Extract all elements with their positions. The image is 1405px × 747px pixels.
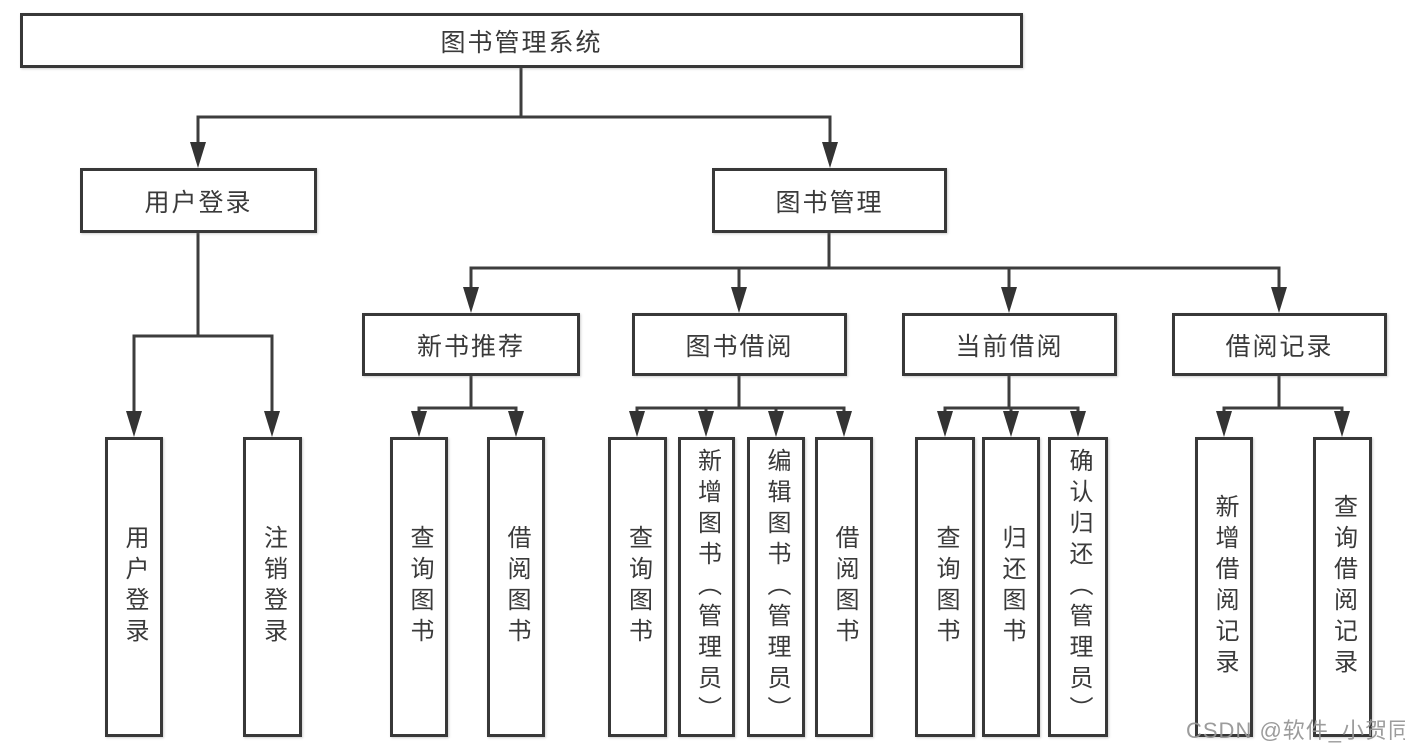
node-book-borrow-label: 图书借阅: [685, 332, 794, 361]
csdn-watermark: CSDN @软件_小贺同学: [1186, 718, 1405, 743]
leaf-current-query-books-label: 查询图书: [932, 525, 959, 649]
leaf-newrec-borrow-books-label: 借阅图书: [503, 525, 530, 649]
leaf-current-return-books-label: 归还图书: [998, 525, 1025, 649]
leaf-logout-label: 注销登录: [259, 525, 287, 649]
node-user-login-label: 用户登录: [144, 188, 253, 217]
node-book-borrow: 图书借阅: [632, 313, 847, 376]
leaf-borrow-add-books-admin: 新增图书（管理员）: [678, 437, 735, 737]
node-current-borrow: 当前借阅: [902, 313, 1117, 376]
leaf-borrow-borrow-books: 借阅图书: [815, 437, 873, 737]
leaf-logout: 注销登录: [243, 437, 302, 737]
leaf-current-return-books: 归还图书: [982, 437, 1040, 737]
leaf-borrow-edit-books-admin: 编辑图书（管理员）: [747, 437, 805, 737]
leaf-records-query-record-label: 查询借阅记录: [1329, 494, 1357, 680]
node-current-borrow-label: 当前借阅: [955, 332, 1064, 361]
node-user-login: 用户登录: [80, 168, 317, 233]
leaf-borrow-query-books-label: 查询图书: [624, 525, 652, 649]
leaf-current-confirm-return-admin: 确认归还（管理员）: [1048, 437, 1108, 737]
leaf-current-query-books: 查询图书: [915, 437, 975, 737]
node-borrow-records: 借阅记录: [1172, 313, 1387, 376]
leaf-records-query-record: 查询借阅记录: [1313, 437, 1372, 737]
leaf-borrow-query-books: 查询图书: [608, 437, 667, 737]
node-book-management-label: 图书管理: [775, 188, 884, 217]
leaf-newrec-query-books: 查询图书: [390, 437, 448, 737]
leaf-borrow-add-books-admin-label: 新增图书（管理员）: [693, 447, 721, 727]
node-book-management: 图书管理: [712, 168, 947, 233]
leaf-newrec-borrow-books: 借阅图书: [487, 437, 545, 737]
node-new-book-recommend: 新书推荐: [362, 313, 580, 376]
node-new-book-recommend-label: 新书推荐: [416, 332, 525, 361]
node-root: 图书管理系统: [20, 13, 1023, 68]
leaf-user-login: 用户登录: [105, 437, 163, 737]
leaf-current-confirm-return-admin-label: 确认归还（管理员）: [1065, 447, 1092, 727]
leaf-borrow-borrow-books-label: 借阅图书: [831, 525, 858, 649]
node-root-label: 图书管理系统: [440, 28, 603, 57]
leaf-newrec-query-books-label: 查询图书: [406, 525, 433, 649]
leaf-records-add-record-label: 新增借阅记录: [1211, 494, 1238, 680]
leaf-borrow-edit-books-admin-label: 编辑图书（管理员）: [763, 447, 790, 727]
leaf-user-login-label: 用户登录: [121, 525, 148, 649]
node-borrow-records-label: 借阅记录: [1225, 332, 1334, 361]
leaf-records-add-record: 新增借阅记录: [1195, 437, 1253, 737]
